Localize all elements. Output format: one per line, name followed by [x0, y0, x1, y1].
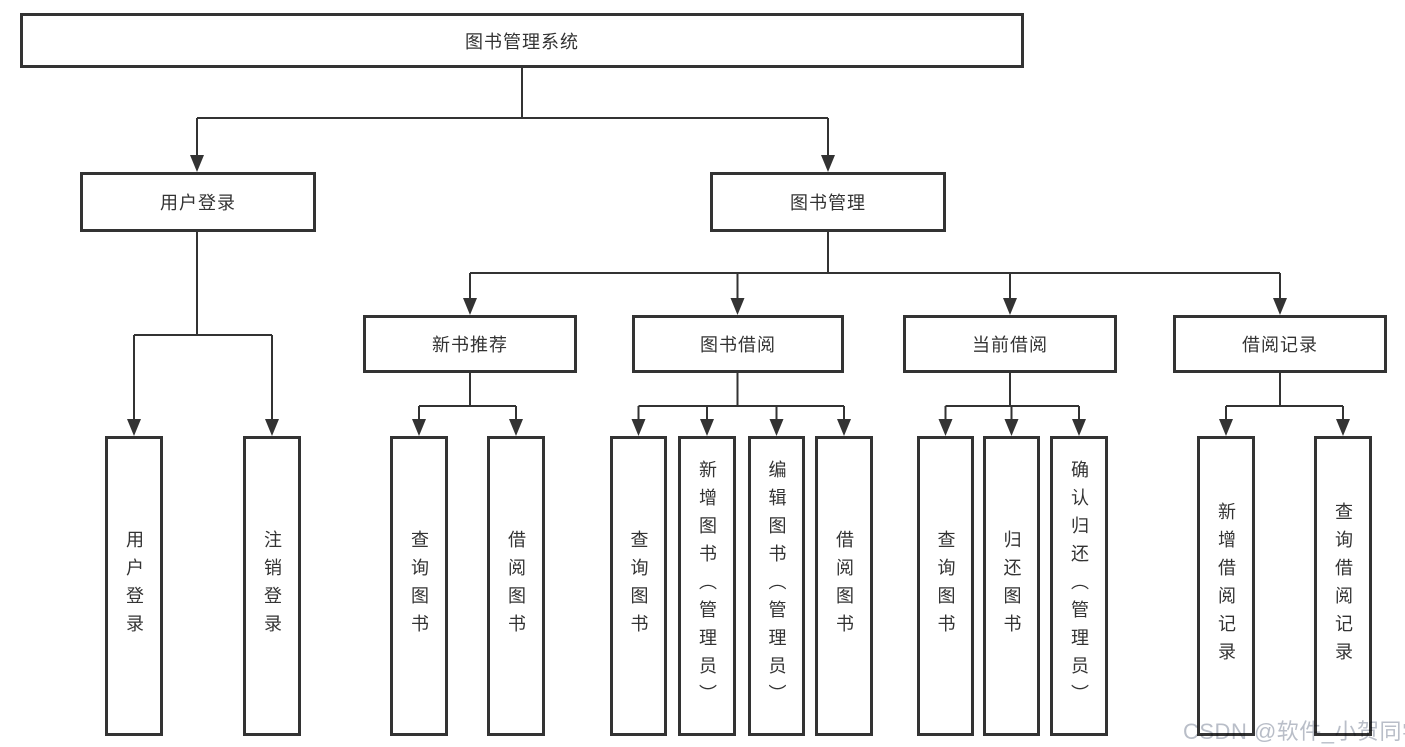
arrowheads-new-books [412, 419, 523, 436]
edge-lines-user-login [133, 232, 273, 424]
leaf-current-return-books: 归还图书 [983, 436, 1040, 736]
edge-lines-book-mgmt [469, 232, 1281, 303]
node-new-book-recommendation: 新书推荐 [363, 315, 577, 373]
node-label-user-login: 用户登录 [160, 193, 236, 213]
leaf-label-user-login: 用户登录 [124, 530, 144, 642]
leaf-label-records-query-record: 查询借阅记录 [1333, 502, 1353, 670]
node-book-borrowing: 图书借阅 [632, 315, 844, 373]
leaf-borrowing-query-books: 查询图书 [610, 436, 667, 736]
leaf-label-borrowing-add-books-admin: 新增图书（管理员） [697, 460, 717, 712]
node-label-book-management: 图书管理 [790, 193, 866, 213]
leaf-label-logout: 注销登录 [262, 530, 282, 642]
node-borrowing-records: 借阅记录 [1173, 315, 1387, 373]
edges-borrow-records-subtree [1219, 373, 1350, 436]
leaf-label-records-add-record: 新增借阅记录 [1216, 502, 1236, 670]
edges-user-login-subtree [127, 232, 279, 436]
node-label-root: 图书管理系统 [465, 31, 579, 52]
leaf-borrowing-add-books-admin: 新增图书（管理员） [678, 436, 736, 736]
leaf-records-add-record: 新增借阅记录 [1197, 436, 1255, 736]
node-current-borrowing: 当前借阅 [903, 315, 1117, 373]
edges-book-mgmt-subtree [463, 232, 1287, 315]
leaf-records-query-record: 查询借阅记录 [1314, 436, 1372, 736]
node-label-new-book-recommendation: 新书推荐 [432, 335, 508, 355]
leaf-label-current-query-books: 查询图书 [935, 530, 956, 642]
node-book-management: 图书管理 [710, 172, 946, 232]
leaf-label-newbooks-query-books: 查询图书 [409, 530, 429, 642]
node-label-borrowing-records: 借阅记录 [1242, 335, 1318, 355]
leaf-borrowing-edit-books-admin: 编辑图书（管理员） [748, 436, 805, 736]
edges-current-borrow-subtree [938, 373, 1086, 436]
edge-lines-new-books [418, 373, 517, 424]
leaf-user-login: 用户登录 [105, 436, 163, 736]
edge-lines-root [196, 68, 829, 160]
leaf-label-current-return-books: 归还图书 [1001, 530, 1022, 642]
arrowheads-user-login [127, 419, 279, 436]
node-label-book-borrowing: 图书借阅 [700, 335, 776, 355]
edge-lines-current-borrow [944, 373, 1080, 424]
leaf-label-current-confirm-return-admin: 确认归还（管理员） [1069, 460, 1089, 712]
arrowheads-current-borrow [938, 419, 1086, 436]
csdn-watermark: CSDN @软件_小贺同学 [1183, 719, 1405, 744]
leaf-current-confirm-return-admin: 确认归还（管理员） [1050, 436, 1108, 736]
leaf-newbooks-query-books: 查询图书 [390, 436, 448, 736]
node-user-login: 用户登录 [80, 172, 316, 232]
arrowheads-book-borrow [631, 419, 851, 436]
leaf-label-borrowing-edit-books-admin: 编辑图书（管理员） [766, 460, 787, 712]
edges-book-borrow-subtree [631, 373, 851, 436]
edges-new-books-subtree [412, 373, 523, 436]
leaf-label-borrowing-borrow-books: 借阅图书 [834, 530, 854, 642]
node-library-management-system: 图书管理系统 [20, 13, 1024, 68]
leaf-newbooks-borrow-books: 借阅图书 [487, 436, 545, 736]
leaf-label-newbooks-borrow-books: 借阅图书 [506, 530, 526, 642]
leaf-current-query-books: 查询图书 [917, 436, 974, 736]
arrowheads-root [190, 155, 835, 172]
arrowheads-borrow-records [1219, 419, 1350, 436]
leaf-logout: 注销登录 [243, 436, 301, 736]
edges-root-to-branches [190, 68, 835, 172]
arrowheads-book-mgmt [463, 298, 1287, 315]
leaf-borrowing-borrow-books: 借阅图书 [815, 436, 873, 736]
edge-lines-book-borrow [637, 373, 845, 424]
node-label-current-borrowing: 当前借阅 [972, 335, 1048, 355]
leaf-label-borrowing-query-books: 查询图书 [628, 530, 649, 642]
edge-lines-borrow-records [1225, 373, 1344, 424]
